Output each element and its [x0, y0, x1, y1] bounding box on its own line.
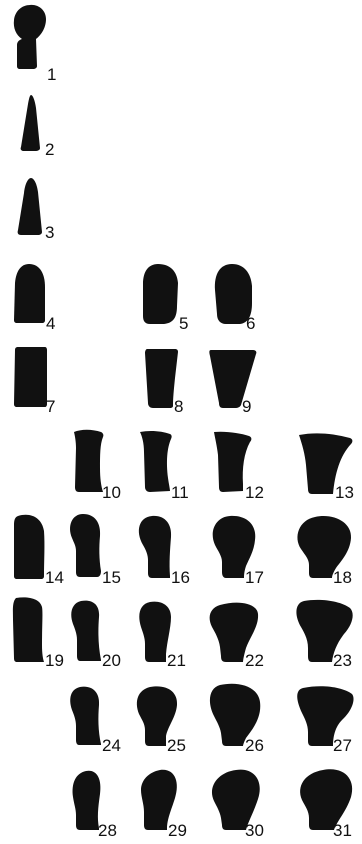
shape-28-silhouette	[73, 771, 101, 830]
shape-7-silhouette	[14, 347, 47, 407]
shape-13-label: 13	[335, 483, 354, 502]
shape-9-label: 9	[242, 397, 251, 416]
shape-15-label: 15	[102, 568, 121, 587]
shape-5-silhouette	[143, 264, 178, 324]
shape-19-label: 19	[45, 651, 64, 670]
shape-27-label: 27	[333, 736, 352, 755]
shape-16-label: 16	[171, 568, 190, 587]
shape-4-silhouette	[14, 264, 45, 323]
shape-22-label: 22	[245, 651, 264, 670]
shape-4-label: 4	[46, 314, 55, 333]
shape-14-label: 14	[45, 568, 64, 587]
shape-25-label: 25	[167, 736, 186, 755]
shape-31-label: 31	[333, 821, 352, 840]
shape-14-silhouette	[14, 515, 44, 579]
shape-29-label: 29	[168, 821, 187, 840]
shape-1-label: 1	[47, 65, 56, 84]
shape-3-label: 3	[45, 223, 54, 242]
shape-10-silhouette	[74, 430, 103, 492]
shape-19-silhouette	[13, 597, 44, 662]
shape-26-label: 26	[245, 736, 264, 755]
shape-18-label: 18	[333, 568, 352, 587]
shape-30-label: 30	[245, 821, 264, 840]
shape-5-label: 5	[179, 314, 188, 333]
shape-23-label: 23	[333, 651, 352, 670]
shape-2-label: 2	[45, 140, 54, 159]
shape-17-label: 17	[245, 568, 264, 587]
shape-12-label: 12	[245, 483, 264, 502]
shape-24-label: 24	[102, 736, 121, 755]
shape-10-label: 10	[102, 483, 121, 502]
shape-28-label: 28	[98, 821, 117, 840]
shape-21-label: 21	[167, 651, 186, 670]
shape-11-label: 11	[171, 483, 189, 502]
shape-20-label: 20	[102, 651, 121, 670]
shape-8-label: 8	[174, 397, 183, 416]
shape-6-label: 6	[246, 314, 255, 333]
shape-7-label: 7	[46, 397, 55, 416]
